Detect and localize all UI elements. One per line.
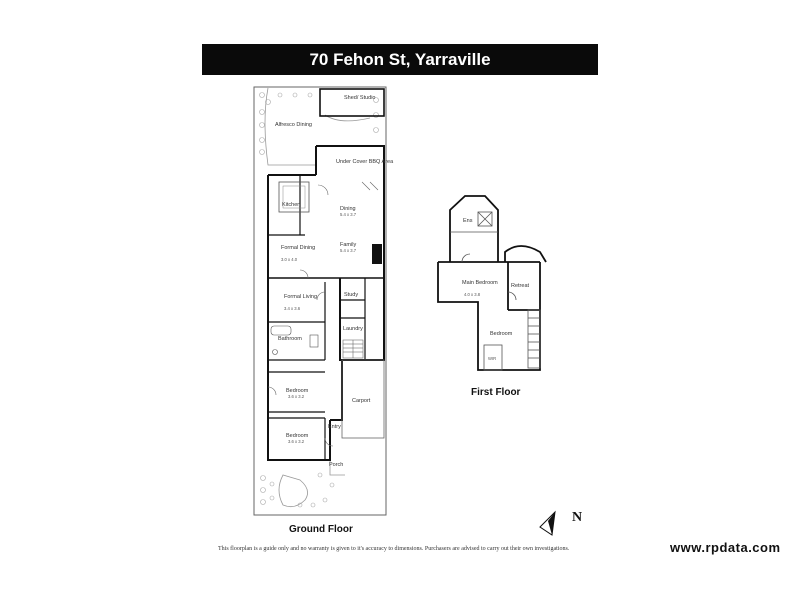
label-bedroom-1: Bedroom (286, 388, 309, 394)
brand-link[interactable]: www.rpdata.com (670, 540, 781, 555)
first-floor-caption: First Floor (471, 387, 521, 398)
garden-bed (278, 474, 308, 508)
label-bbq: Under Cover BBQ Area (336, 159, 394, 165)
label-main-bedroom: Main Bedroom (462, 280, 498, 286)
shed-room (319, 88, 385, 117)
label-porch: Porch (329, 462, 343, 468)
kitchen-island (278, 181, 310, 213)
label-bathroom: Bathroom (278, 336, 302, 342)
label-shed: Shed/ Studio (344, 95, 376, 101)
label-formal-living-dim: 3.4 x 3.6 (284, 306, 301, 311)
page-title: 70 Fehon St, Yarraville (202, 44, 598, 75)
fireplace (372, 244, 382, 264)
label-family-dim: 5.4 x 3.7 (340, 248, 357, 253)
label-family: Family (340, 242, 356, 248)
toilet (272, 349, 278, 355)
ground-stairs (342, 339, 364, 359)
north-label: N (572, 510, 582, 525)
label-bedroom-2: Bedroom (286, 433, 309, 439)
label-kitchen: Kitchen (282, 202, 300, 208)
label-formal-dining-dim: 3.0 x 4.0 (281, 257, 298, 262)
label-bedroom-3: Bedroom (490, 331, 513, 337)
label-dining: Dining (340, 206, 356, 212)
garden-shrubs (259, 92, 379, 508)
label-retreat: Retreat (511, 283, 530, 289)
bathtub (270, 325, 292, 336)
north-arrow-icon (539, 510, 556, 536)
label-laundry: Laundry (343, 326, 363, 332)
label-main-bedroom-dim: 4.0 x 3.8 (464, 292, 481, 297)
label-wir: WIR (488, 356, 496, 361)
ground-floor-caption: Ground Floor (289, 524, 353, 535)
label-study: Study (344, 292, 358, 298)
label-alfresco: Alfresco Dining (275, 122, 312, 128)
label-formal-dining: Formal Dining (281, 245, 315, 251)
site-boundary (253, 86, 387, 516)
label-bedroom-2-dim: 3.6 x 3.2 (288, 439, 305, 444)
label-ens: Ens (463, 218, 473, 224)
label-dining-dim: 5.4 x 3.7 (340, 212, 357, 217)
label-bedroom-1-dim: 3.6 x 3.2 (288, 394, 305, 399)
label-formal-living: Formal Living (284, 294, 317, 300)
carport-area (341, 359, 385, 439)
disclaimer-text: This floorplan is a guide only and no wa… (218, 546, 570, 552)
label-entry: Entry (328, 424, 341, 430)
label-carport: Carport (352, 398, 371, 404)
